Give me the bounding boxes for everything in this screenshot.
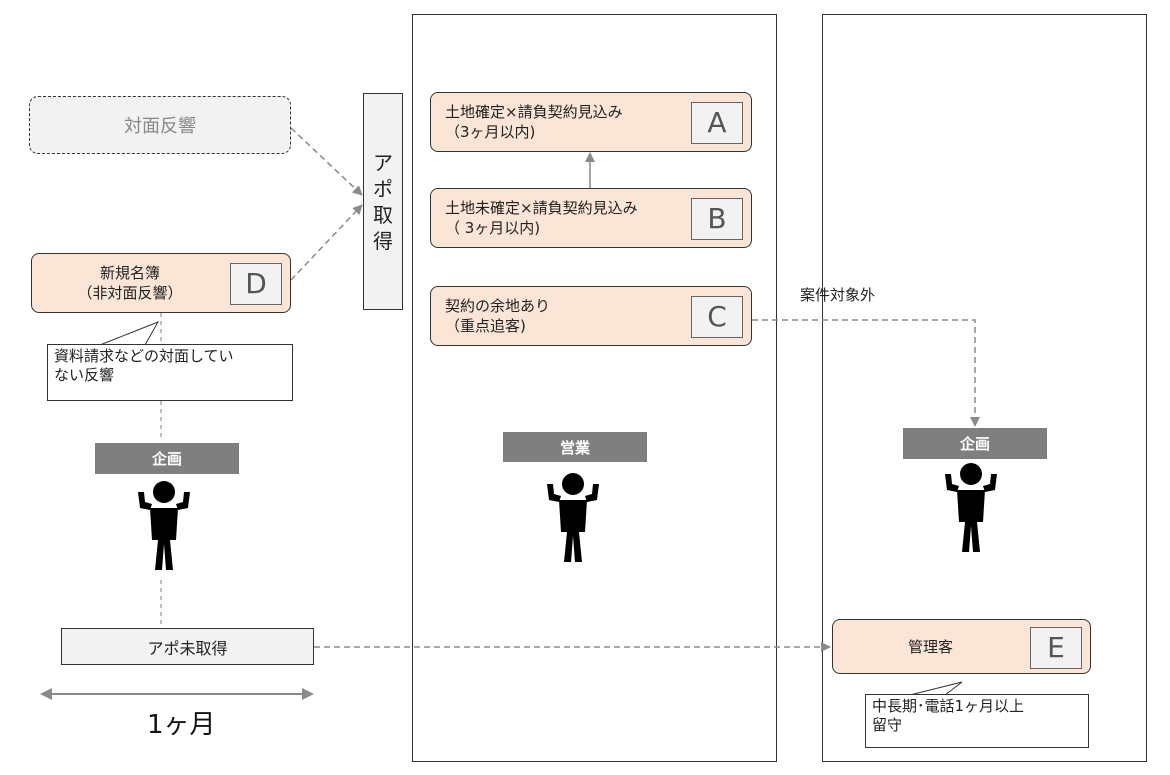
out-of-scope-label: 案件対象外: [800, 286, 876, 304]
box-c-line1: 契約の余地あり: [445, 297, 551, 315]
d-callout-note: 資料請求などの対面してい ない反響: [47, 344, 293, 401]
role-kikaku-right: 企画: [903, 428, 1047, 459]
box-c: 契約の余地あり （重点追客) C: [430, 286, 752, 346]
box-d-line1: 新規名簿: [99, 264, 160, 282]
d-callout-line2: ない反響: [54, 366, 115, 384]
appo-char: ポ: [373, 176, 393, 201]
arrow-taimen-to-appo: [290, 127, 363, 196]
box-d-line2: （非対面反響）: [77, 284, 183, 302]
appo-char: 取: [373, 202, 393, 227]
role-kikaku-left: 企画: [95, 443, 239, 474]
box-e-letter: E: [1030, 626, 1082, 669]
person-icon: [138, 481, 190, 570]
arrow-shinki-to-appo: [290, 204, 363, 281]
box-a-letter: A: [691, 102, 743, 144]
box-c-line2: （重点追客): [445, 317, 526, 335]
e-callout-line1: 中長期･電話1ヶ月以上: [872, 697, 1025, 715]
role-eigyo: 営業: [503, 432, 647, 462]
appo-char: 得: [373, 228, 393, 253]
box-e: 管理客 E: [832, 619, 1091, 674]
e-callout-note: 中長期･電話1ヶ月以上 留守: [865, 694, 1089, 748]
box-a-line2: （3ヶ月以内): [445, 123, 536, 141]
box-d: 新規名簿 （非対面反響） D: [31, 253, 291, 313]
arrow-c-to-kikaku: [752, 319, 980, 427]
e-callout-line2: 留守: [872, 716, 903, 734]
box-c-letter: C: [691, 296, 743, 338]
box-a-line1: 土地確定×請負契約見込み: [445, 103, 623, 121]
box-d-letter: D: [230, 263, 282, 305]
d-callout-line1: 資料請求などの対面してい: [54, 347, 234, 365]
person-icon: [547, 473, 599, 562]
box-b: 土地未確定×請負契約見込み （ 3ヶ月以内) B: [430, 188, 752, 248]
taimen-hankyo-box: 対面反響: [29, 96, 291, 154]
person-icon: [945, 463, 997, 552]
appo-mishutoku-box: アポ未取得: [61, 628, 314, 665]
box-b-line1: 土地未確定×請負契約見込み: [445, 199, 638, 217]
duration-label: 1ヶ月: [147, 710, 216, 740]
appo-shutoku-box: ア ポ 取 得: [363, 93, 403, 310]
box-b-letter: B: [691, 198, 743, 240]
appo-char: ア: [373, 150, 393, 175]
box-a: 土地確定×請負契約見込み （3ヶ月以内) A: [430, 92, 752, 152]
box-e-label: 管理客: [907, 637, 953, 656]
box-b-line2: （ 3ヶ月以内): [445, 219, 541, 237]
